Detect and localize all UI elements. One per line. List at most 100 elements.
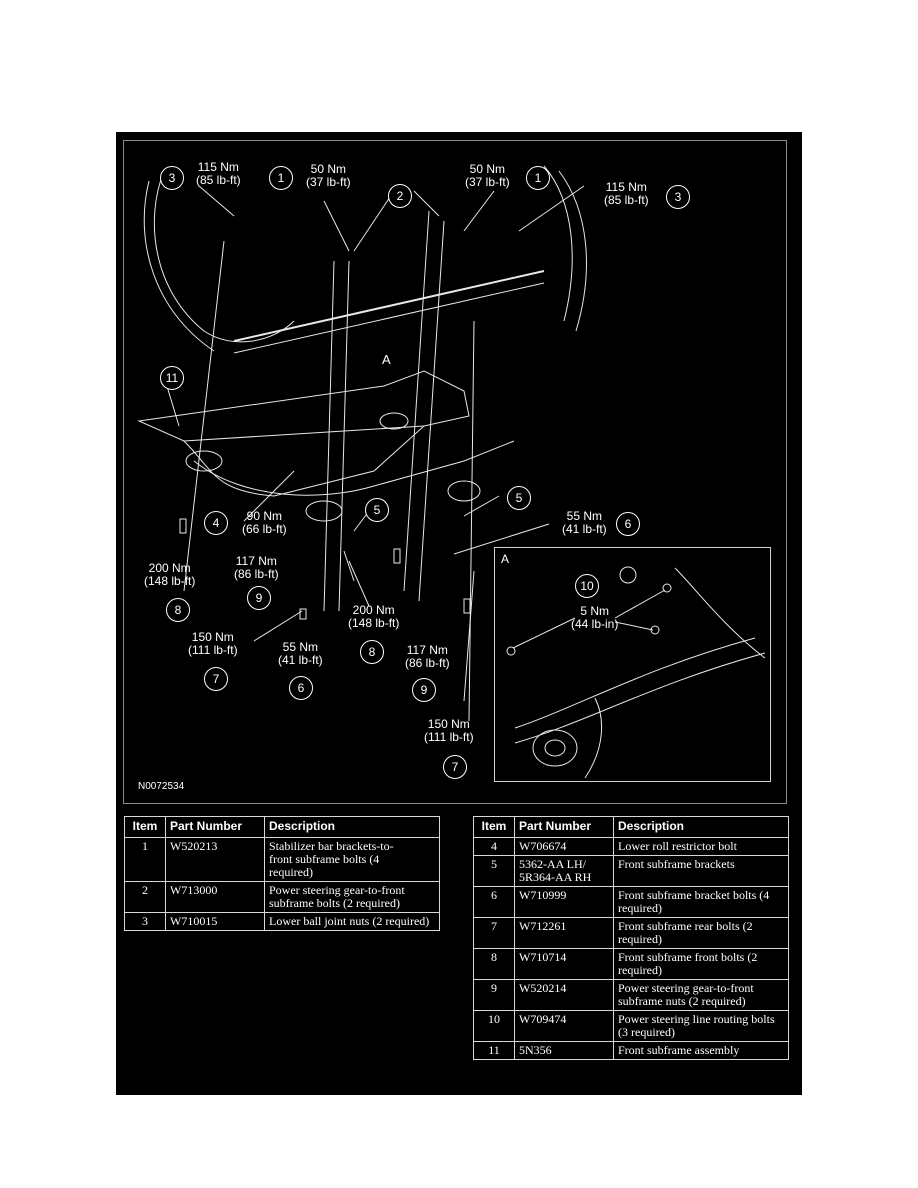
diagram-linework xyxy=(137,165,587,722)
callout-7: 7 xyxy=(204,667,228,691)
bolt-axis-line xyxy=(323,260,335,612)
leader-line xyxy=(512,617,576,649)
torque-label: 55 Nm(41 lb-ft) xyxy=(278,640,323,667)
bushing xyxy=(379,412,409,430)
leader-line xyxy=(198,185,235,217)
subframe-front-crossmember xyxy=(137,370,470,442)
leader-line xyxy=(413,190,440,217)
bolt-axis-line xyxy=(403,210,430,592)
torque-label: 200 Nm(148 lb-ft) xyxy=(348,603,400,630)
bolt xyxy=(393,548,401,564)
bolt-axis-line xyxy=(338,260,350,612)
torque-label: 90 Nm(66 lb-ft) xyxy=(242,509,287,536)
header-item: Item xyxy=(473,816,515,838)
torque-label: 115 Nm(85 lb-ft) xyxy=(604,180,649,207)
callout-2: 2 xyxy=(388,184,412,208)
bolt xyxy=(179,518,187,534)
left-wheel-housing-inner xyxy=(143,180,215,352)
leader-line xyxy=(463,190,495,232)
bolt xyxy=(463,598,471,614)
leader-line xyxy=(348,560,370,607)
leader-line xyxy=(323,200,350,252)
torque-label: 117 Nm(86 lb-ft) xyxy=(405,643,450,670)
callout-6: 6 xyxy=(616,512,640,536)
torque-label: 55 Nm(41 lb-ft) xyxy=(562,509,607,536)
leader-line xyxy=(343,550,355,582)
line-routing-bracket xyxy=(514,637,756,729)
torque-label: 50 Nm(37 lb-ft) xyxy=(465,162,510,189)
bushing xyxy=(305,500,343,522)
subframe-exploded-diagram: 3 115 Nm(85 lb-ft) 1 50 Nm(37 lb-ft) 2 5… xyxy=(123,140,787,804)
bushing xyxy=(447,480,481,502)
header-part-number: Part Number xyxy=(165,816,265,838)
callout-4: 4 xyxy=(204,511,228,535)
header-description: Description xyxy=(264,816,440,838)
header-item: Item xyxy=(124,816,166,838)
callout-7: 7 xyxy=(443,755,467,779)
leader-line xyxy=(253,610,303,642)
leader-line xyxy=(614,589,666,619)
callout-9: 9 xyxy=(247,586,271,610)
callout-10: 10 xyxy=(575,574,599,598)
torque-label: 150 Nm(111 lb-ft) xyxy=(424,717,474,744)
callout-1: 1 xyxy=(269,166,293,190)
torque-label: 117 Nm(86 lb-ft) xyxy=(234,554,279,581)
callout-8: 8 xyxy=(166,598,190,622)
torque-label: 5 Nm(44 lb-in) xyxy=(571,604,619,631)
callout-5: 5 xyxy=(365,498,389,522)
detail-view-a: A 10 5 Nm(44 lb-in) xyxy=(494,547,771,782)
leader-line xyxy=(243,470,295,522)
leader-line xyxy=(453,523,550,555)
callout-11: 11 xyxy=(160,366,184,390)
detail-linework xyxy=(506,566,766,779)
callout-9: 9 xyxy=(412,678,436,702)
callout-3: 3 xyxy=(666,185,690,209)
figure-id: N0072534 xyxy=(138,781,185,792)
callout-1: 1 xyxy=(526,166,550,190)
bolt xyxy=(662,583,672,593)
callout-5: 5 xyxy=(507,486,531,510)
left-wheel-housing xyxy=(153,170,295,343)
header-description: Description xyxy=(613,816,789,838)
bolt-axis-line xyxy=(183,240,225,592)
callout-8: 8 xyxy=(360,640,384,664)
view-marker-a: A xyxy=(382,352,391,367)
leader-line xyxy=(518,185,585,232)
leader-line xyxy=(614,621,654,631)
leader-line xyxy=(463,495,500,517)
torque-label: 200 Nm(148 lb-ft) xyxy=(144,561,196,588)
torque-label: 50 Nm(37 lb-ft) xyxy=(306,162,351,189)
torque-label: 150 Nm(111 lb-ft) xyxy=(188,630,238,657)
callout-6: 6 xyxy=(289,676,313,700)
bushing xyxy=(532,729,578,767)
bushing xyxy=(185,450,223,472)
steering-rack xyxy=(233,270,545,342)
leader-line xyxy=(463,570,475,702)
bolt xyxy=(299,608,307,620)
subframe-rear xyxy=(193,440,515,496)
detail-view-letter: A xyxy=(501,552,510,566)
bolt xyxy=(506,646,516,656)
callout-3: 3 xyxy=(160,166,184,190)
right-wheel-housing-inner xyxy=(558,170,587,332)
header-part-number: Part Number xyxy=(514,816,614,838)
mount-bushing xyxy=(619,566,637,584)
bolt-axis-line xyxy=(418,220,445,602)
leader-line xyxy=(165,382,180,427)
right-wheel-housing xyxy=(543,165,573,322)
leader-line xyxy=(353,190,395,252)
subframe-lower xyxy=(183,425,425,497)
